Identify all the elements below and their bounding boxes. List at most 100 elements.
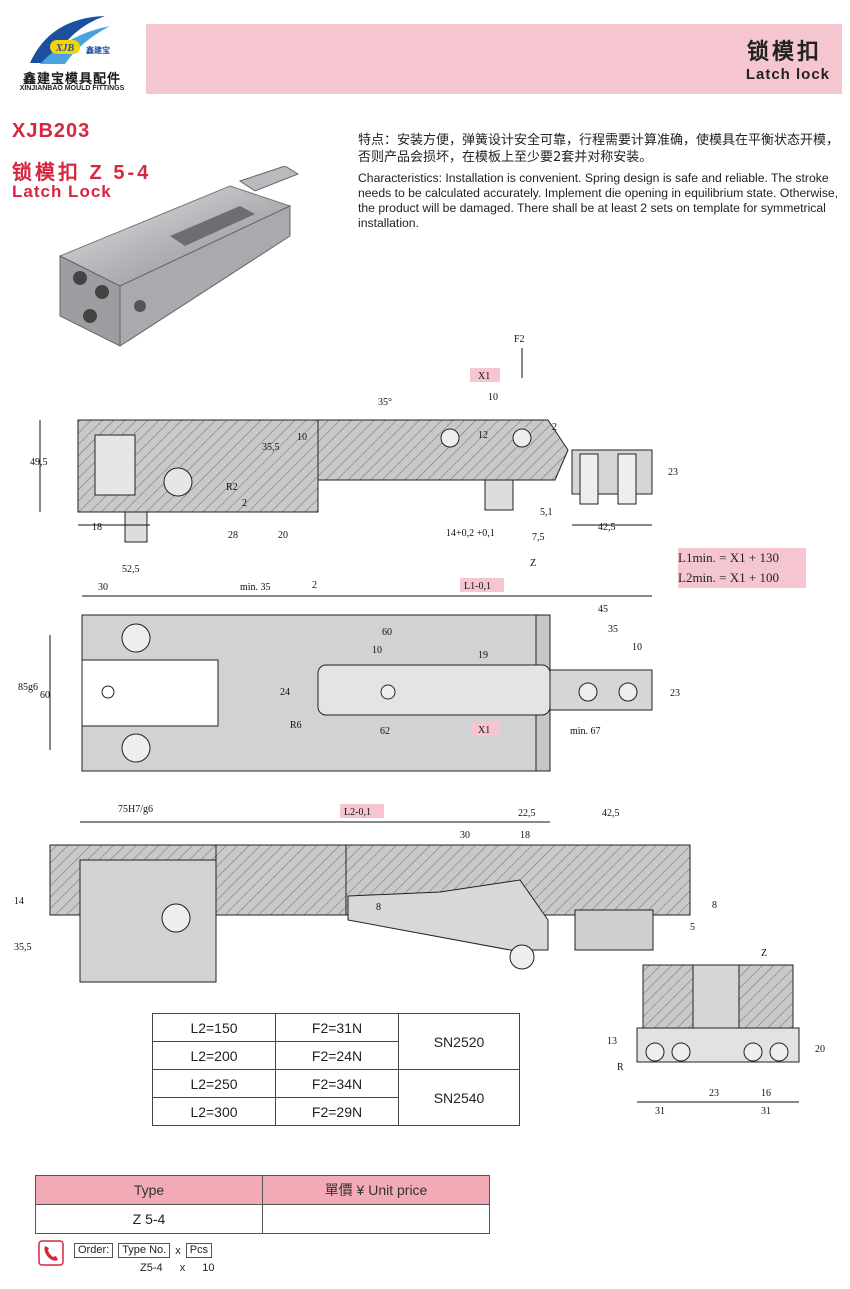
dim-19: 19 [478, 650, 488, 661]
dim-f2: F2 [514, 334, 525, 345]
table-row: L2=200 F2=24N [152, 1041, 520, 1070]
dim-12: 12 [478, 430, 488, 441]
dim-5: 5 [690, 922, 695, 933]
phone-icon [38, 1240, 64, 1266]
spec-f2: F2=29N [275, 1097, 399, 1126]
dim-r6: R6 [290, 720, 302, 731]
header-title-en: Latch lock [745, 66, 830, 83]
dim-18: 18 [92, 522, 102, 533]
zview-13: 13 [607, 1036, 617, 1047]
features-en: Characteristics: Installation is conveni… [358, 171, 839, 230]
spec-f2: F2=31N [275, 1013, 399, 1042]
dim-x1: X1 [478, 371, 490, 382]
formula-l2: L2min. = X1 + 100 [678, 570, 779, 585]
order-label: Order: [74, 1243, 114, 1258]
dim-10: 10 [372, 645, 382, 656]
dim-2b: 2 [242, 498, 247, 509]
product-name-cn: 锁模扣 Z 5-4 [12, 162, 152, 184]
dim-7-5: 7,5 [532, 532, 545, 543]
dim-35-5: 35,5 [262, 442, 280, 453]
product-name-en: Latch Lock [12, 182, 112, 201]
price-col-type: Type [35, 1175, 263, 1205]
order-type-label: Type No. [118, 1243, 171, 1258]
zview-31b: 31 [761, 1106, 771, 1117]
spec-f2: F2=34N [275, 1069, 399, 1098]
table-row: L2=250 F2=34N SN2540 [152, 1069, 520, 1126]
spec-l2: L2=300 [152, 1097, 276, 1126]
table-row: Z 5-4 [35, 1204, 490, 1234]
dim-35-5: 35,5 [14, 942, 32, 953]
order-x: x [175, 1244, 181, 1257]
dim-42-5: 42,5 [602, 808, 620, 819]
dim-tolerance: 14+0,2 +0,1 [446, 528, 495, 539]
dim-85g6: 85g6 [18, 682, 38, 693]
dim-10b: 10 [632, 642, 642, 653]
drawing-section-view: 75H7/g6 L2-0,1 22,5 42,5 30 18 14 8 8 5 … [14, 804, 717, 983]
zview-31a: 31 [655, 1106, 665, 1117]
dim-30: 30 [460, 830, 470, 841]
dim-20: 20 [278, 530, 288, 541]
dim-min67: min. 67 [570, 726, 601, 737]
spec-l2: L2=150 [152, 1013, 276, 1042]
dim-60: 60 [382, 627, 392, 638]
company-name-en: XINJIANBAO MOULD FITTINGS [19, 85, 125, 92]
dim-30: 30 [98, 582, 108, 593]
formula-l1: L1min. = X1 + 130 [678, 550, 779, 565]
spec-l2: L2=200 [152, 1041, 276, 1070]
order-qty: 10 [202, 1262, 215, 1274]
logo-swoosh-icon: XJB 鑫建宝 [30, 16, 110, 64]
zview-23: 23 [709, 1088, 719, 1099]
drawing-top-view: 52,5 30 min. 35 2 L1-0,1 45 60 35 10 10 … [18, 564, 680, 772]
company-logo: XJB 鑫建宝 [10, 8, 130, 100]
dim-35: 35 [608, 624, 618, 635]
dim-z: Z [530, 558, 536, 569]
zview-label: Z [761, 948, 767, 959]
dim-10b: 10 [297, 432, 307, 443]
dim-24: 24 [280, 687, 290, 698]
header-band: 锁模扣 Latch lock [146, 24, 842, 94]
dim-60b: 60 [40, 690, 50, 701]
logo-badge-cn: 鑫建宝 [85, 45, 110, 55]
order-x2: x [179, 1262, 186, 1274]
dim-2: 2 [312, 580, 317, 591]
spec-f2: F2=24N [275, 1041, 399, 1070]
table-row: Type 單價 ¥ Unit price [35, 1175, 490, 1205]
drawing-side-view: F2 X1 10 35° 2 12 10 35,5 49,5 R2 2 23 1… [30, 334, 678, 569]
dim-23: 23 [670, 688, 680, 699]
dim-14: 14 [14, 896, 24, 907]
dim-45: 45 [598, 604, 608, 615]
dim-35deg: 35° [378, 397, 392, 408]
dim-28: 28 [228, 530, 238, 541]
header-title-cn: 锁模扣 [746, 39, 822, 64]
dim-min35: min. 35 [240, 582, 271, 593]
dim-5-1: 5,1 [540, 507, 553, 518]
product-photo [58, 166, 300, 347]
zview-20: 20 [815, 1044, 825, 1055]
dim-8b: 8 [712, 900, 717, 911]
price-col-price: 單價 ¥ Unit price [262, 1175, 490, 1205]
spec-group: SN2520 [398, 1013, 520, 1070]
dim-23: 23 [668, 467, 678, 478]
dim-x1: X1 [478, 725, 490, 736]
price-table: Type 單價 ¥ Unit price Z 5-4 [35, 1175, 490, 1234]
formula-box: L1min. = X1 + 130 L2min. = X1 + 100 [678, 548, 806, 588]
order-example: Z5-4 x 10 [140, 1262, 215, 1274]
table-row: L2=150 F2=31N SN2520 [152, 1013, 520, 1070]
dim-l2: L2-0,1 [344, 807, 371, 818]
spec-table: L2=150 F2=31N SN2520 L2=200 F2=24N L2=25… [152, 1013, 520, 1126]
dim-52-5: 52,5 [122, 564, 140, 575]
dim-l1: L1-0,1 [464, 581, 491, 592]
dim-75h7g6: 75H7/g6 [118, 804, 153, 815]
dim-49-5: 49,5 [30, 457, 48, 468]
dim-18: 18 [520, 830, 530, 841]
logo-badge: XJB [55, 43, 75, 54]
zview-r: R [617, 1062, 624, 1073]
dim-62: 62 [380, 726, 390, 737]
dim-42-5: 42,5 [598, 522, 616, 533]
order-pcs: Pcs [185, 1243, 213, 1258]
dim-2a: 2 [552, 422, 557, 433]
drawing-z-view: Z 13 R 20 23 16 31 31 [607, 948, 825, 1117]
zview-16: 16 [761, 1088, 771, 1099]
product-code: XJB203 [12, 120, 91, 142]
dim-8: 8 [376, 902, 381, 913]
